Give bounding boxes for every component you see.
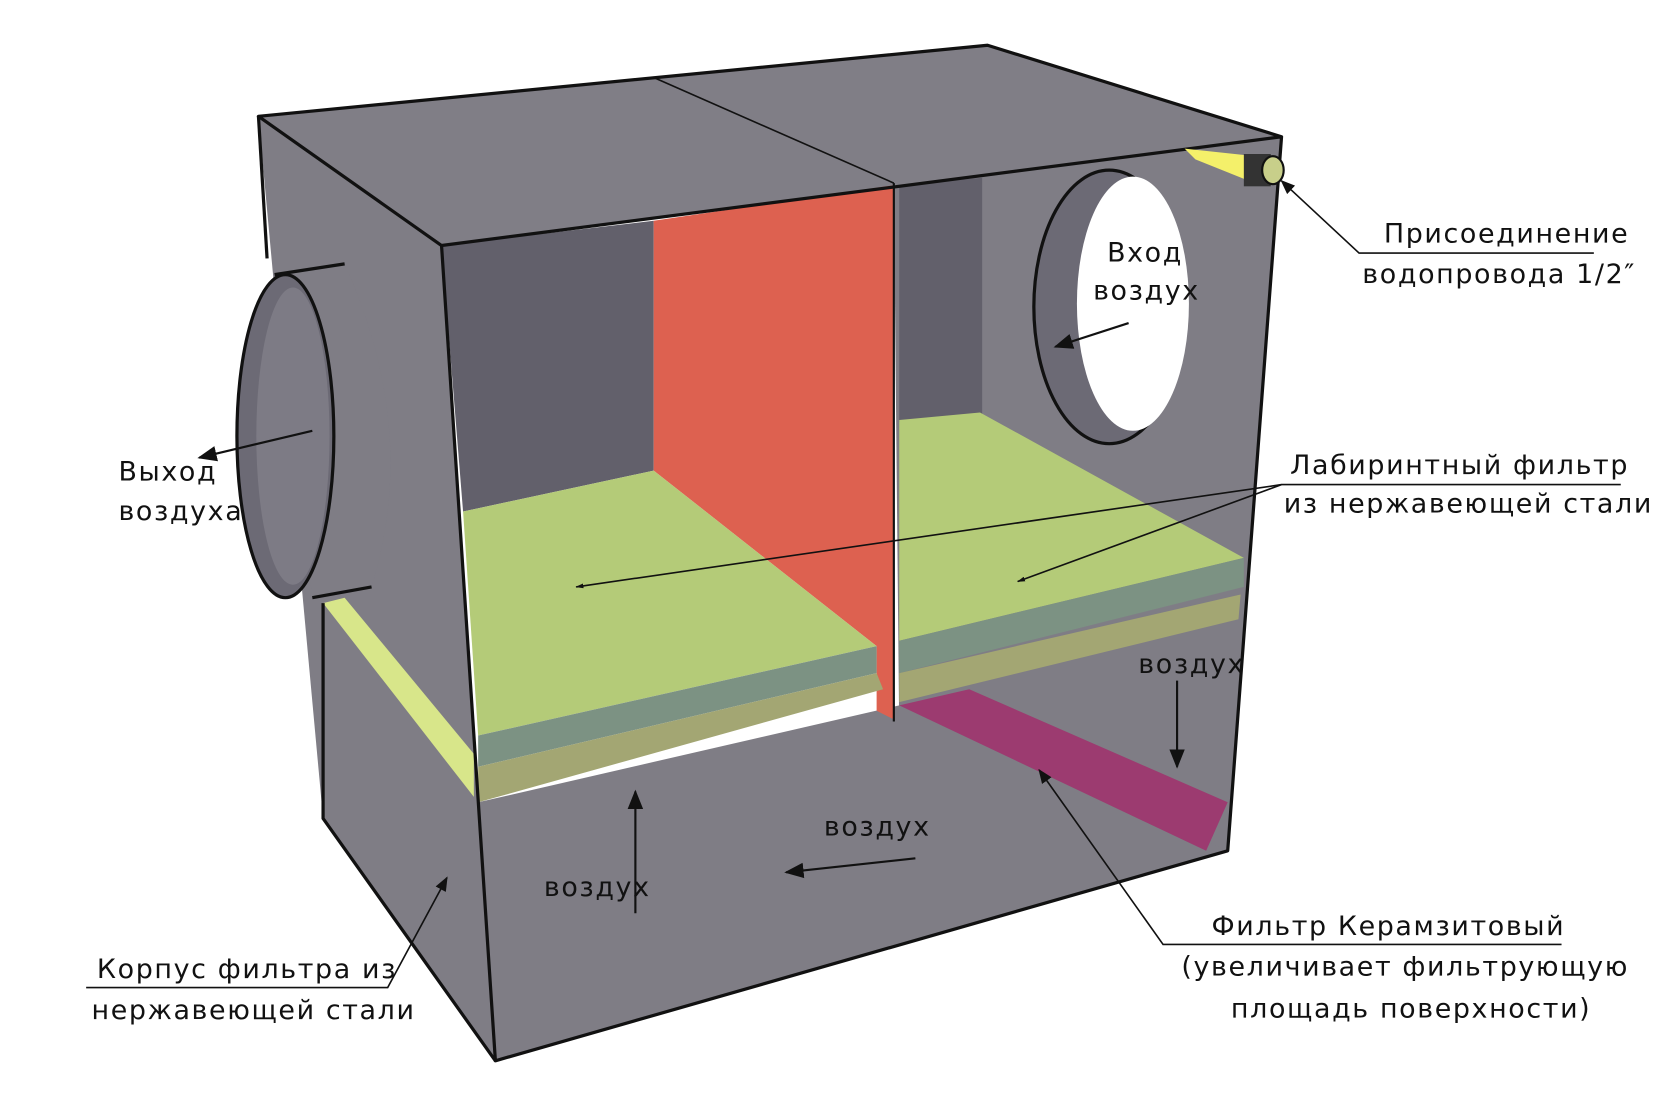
back-wall-right — [899, 177, 983, 423]
housing-label-1: Корпус фильтра из — [97, 954, 397, 985]
air-outlet-label-1: Выход — [118, 456, 217, 487]
ceramic-label-2: (увеличивает фильтрующую — [1181, 952, 1629, 983]
top-face — [258, 45, 1282, 246]
labyrinth-label-1: Лабиринтный фильтр — [1290, 450, 1629, 481]
air-inlet-hole — [1032, 168, 1189, 446]
housing-label-2: нержавеющей стали — [92, 995, 416, 1026]
air-label-left: воздух — [544, 872, 651, 903]
back-wall-left — [441, 220, 654, 512]
air-label-right: воздух — [1138, 649, 1245, 680]
labyrinth-label-2: из нержавеющей стали — [1284, 489, 1653, 520]
air-outlet-pipe — [235, 262, 391, 600]
labyrinth-filter — [463, 412, 1244, 803]
air-inlet-label-1: Вход — [1107, 238, 1183, 269]
divider-plate — [653, 185, 894, 720]
water-connection-label-2: водопровода 1/2″ — [1362, 259, 1636, 290]
air-inlet-label-2: воздух — [1093, 275, 1200, 306]
housing — [258, 45, 1282, 1061]
ceramic-filter — [899, 689, 1228, 851]
air-outlet-label-2: воздуха — [118, 496, 243, 527]
ceramic-label-3: площадь поверхности) — [1231, 994, 1591, 1025]
water-connection-label-1: Присоединение — [1384, 218, 1629, 249]
annotations — [86, 179, 1621, 989]
lower-front-face — [478, 705, 1228, 1061]
air-label-center: воздух — [824, 812, 931, 843]
water-pipe — [1184, 148, 1285, 187]
outlet-slot — [323, 597, 474, 797]
ceramic-label-1: Фильтр Керамзитовый — [1212, 911, 1566, 942]
